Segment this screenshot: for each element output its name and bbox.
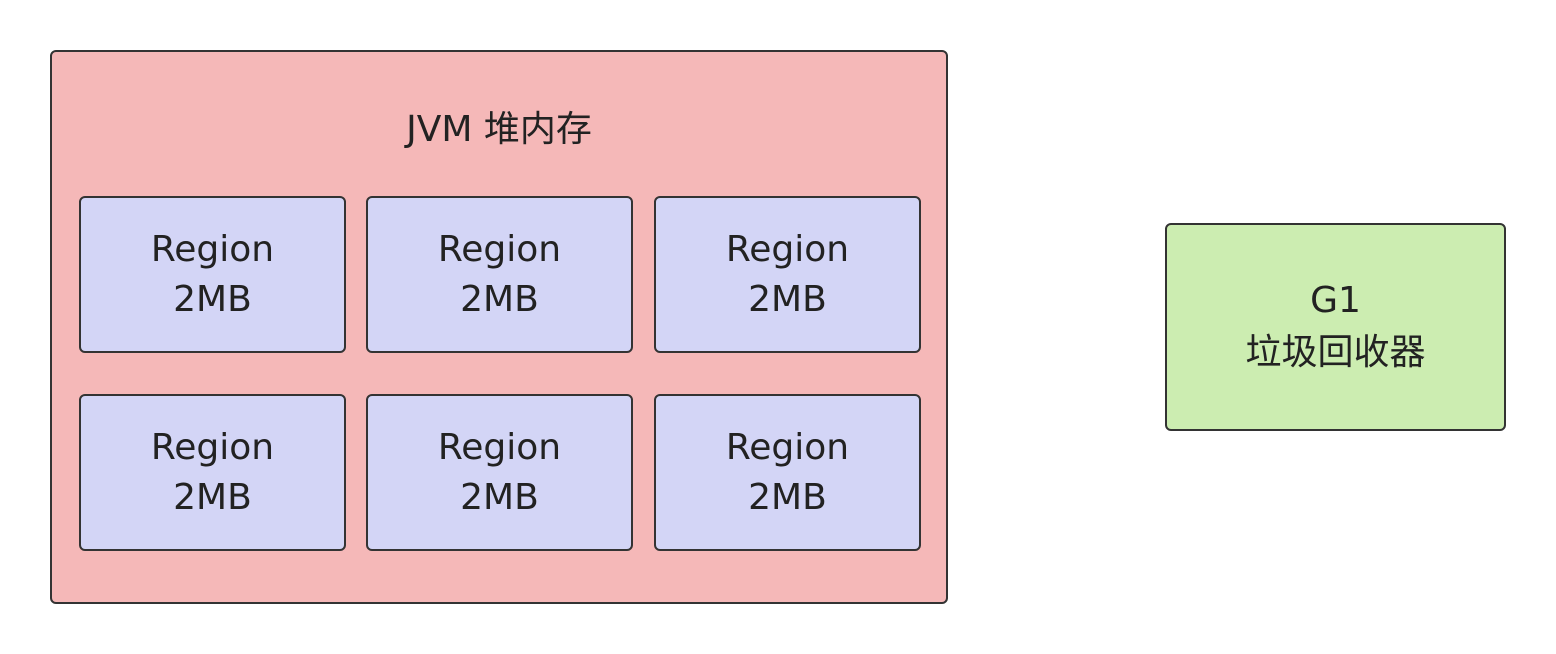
region-box: Region 2MB (654, 394, 921, 551)
g1-collector-box: G1 垃圾回收器 (1165, 223, 1506, 431)
region-label: Region (725, 426, 850, 468)
region-label: Region (150, 426, 275, 468)
region-box: Region 2MB (79, 394, 346, 551)
region-box: Region 2MB (654, 196, 921, 353)
heap-title: JVM 堆内存 (406, 109, 592, 150)
jvm-heap-box: JVM 堆内存 Region 2MB Region 2MB Region 2MB… (50, 50, 948, 604)
region-label: Region (437, 426, 562, 468)
region-size: 2MB (173, 476, 252, 518)
collector-description: 垃圾回收器 (1245, 332, 1426, 373)
region-size: 2MB (460, 278, 539, 320)
region-size: 2MB (460, 476, 539, 518)
region-size: 2MB (173, 278, 252, 320)
region-box: Region 2MB (366, 394, 633, 551)
region-label: Region (725, 228, 850, 270)
region-size: 2MB (748, 278, 827, 320)
region-box: Region 2MB (79, 196, 346, 353)
region-box: Region 2MB (366, 196, 633, 353)
collector-name: G1 (1310, 280, 1361, 321)
region-label: Region (437, 228, 562, 270)
region-label: Region (150, 228, 275, 270)
region-size: 2MB (748, 476, 827, 518)
